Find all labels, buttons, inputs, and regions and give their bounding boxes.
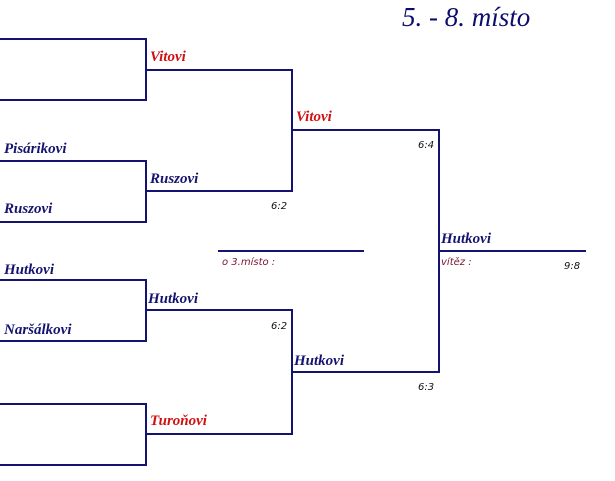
final-winner-label: vítěz : [441,257,472,268]
sf-bottom: Hutkovi [294,353,345,369]
r1-box-top [0,38,147,101]
r2-score-upper: 6:2 [271,201,288,212]
r1-slot5: Naršálkovi [4,322,72,338]
page-title: 5. - 8. místo [402,2,531,32]
r2-score-lower: 6:2 [271,321,288,332]
final-score: 9:8 [564,261,581,272]
r2-lower-mid: Hutkovi [148,291,199,307]
r1-box-bottom [0,403,147,466]
r1-slot2: Pisárikovi [4,141,67,157]
r2-top: Vitovi [150,49,186,65]
sf-score-top: 6:4 [418,140,435,151]
r2-upper-mid: Ruszovi [150,171,199,187]
sf-score-bottom: 6:3 [418,382,435,393]
r1-slot4: Hutkovi [4,262,55,278]
final-winner: Hutkovi [441,231,492,247]
third-place-label: o 3.místo : [222,257,276,268]
r2-bottom: Turoňovi [150,413,207,429]
sf-top: Vitovi [296,109,332,125]
r1-slot3: Ruszovi [4,201,53,217]
